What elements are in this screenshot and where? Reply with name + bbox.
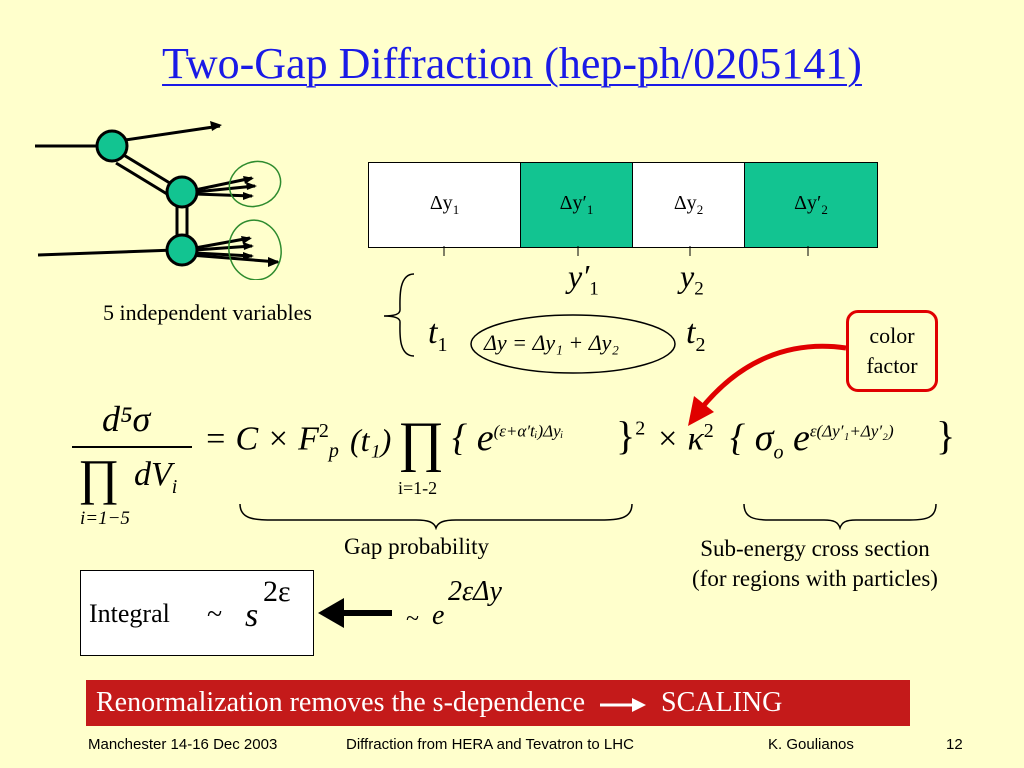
var-t1: t1 bbox=[428, 314, 448, 356]
sub-energy-close-brace: } bbox=[936, 413, 956, 458]
gap-close-brace: }2 bbox=[616, 413, 646, 458]
integral-arrow bbox=[318, 598, 392, 628]
integral-label: Integral bbox=[89, 599, 170, 628]
formula-argument: (t₁) bbox=[350, 422, 392, 458]
formula-numerator: d⁵σ bbox=[102, 399, 151, 439]
formula-product-range: i=1-2 bbox=[398, 478, 438, 498]
gap-exponential: { e(ε+α′tᵢ)Δyᵢ bbox=[452, 417, 564, 459]
gap-cell-label: Δy1 bbox=[429, 192, 460, 217]
footer-talk-title: Diffraction from HERA and Tevatron to LH… bbox=[346, 736, 634, 753]
rhs-e: e bbox=[432, 600, 445, 631]
denominator-var: dVi bbox=[134, 456, 178, 498]
var-y1-prime: y′1 bbox=[568, 258, 599, 300]
slide-title: Two-Gap Diffraction (hep-ph/0205141) bbox=[162, 39, 862, 88]
color-factor-line: color bbox=[869, 323, 915, 348]
sub-energy-caption: Sub-energy cross section (for regions wi… bbox=[650, 534, 980, 594]
footer-event: Manchester 14-16 Dec 2003 bbox=[88, 736, 278, 753]
variables-label: 5 independent variables bbox=[103, 300, 312, 325]
gap-cell-dy1-prime: Δy′1 bbox=[521, 163, 633, 247]
color-factor-line: factor bbox=[866, 353, 918, 378]
relation-ellipse bbox=[470, 314, 676, 374]
footer-author: K. Goulianos bbox=[768, 736, 854, 753]
gap-bar-ticks bbox=[443, 246, 809, 256]
delta-y-relation: Δy = Δy₁ + Δy₂ bbox=[484, 330, 620, 355]
sub-energy-caption-line: (for regions with particles) bbox=[692, 566, 938, 591]
gap-probability-caption: Gap probability bbox=[344, 534, 489, 559]
var-t2: t2 bbox=[686, 314, 706, 356]
kappa-term: × κ2 bbox=[656, 420, 714, 458]
left-brace bbox=[383, 273, 415, 357]
color-factor-box: color factor bbox=[846, 310, 938, 392]
formula-c-times-fp: = C × F2p bbox=[204, 420, 339, 463]
gap-probability-brace bbox=[239, 503, 633, 530]
banner-arrow-icon bbox=[600, 697, 647, 712]
denominator-range: i=1−5 bbox=[80, 508, 130, 529]
footer-page-number: 12 bbox=[946, 736, 963, 753]
gap-cell-dy1: Δy1 bbox=[369, 163, 521, 247]
gap-cell-dy2: Δy2 bbox=[633, 163, 745, 247]
gap-cell-label: Δy2 bbox=[673, 192, 704, 217]
scaling-banner: Renormalization removes the s-dependence… bbox=[86, 680, 910, 726]
integral-s: s bbox=[245, 597, 259, 634]
denominator-product: ∏ bbox=[78, 449, 120, 505]
sub-energy-caption-line: Sub-energy cross section bbox=[700, 536, 930, 561]
integral-box: Integral ~ s 2ε bbox=[80, 570, 314, 656]
fraction-bar bbox=[72, 446, 192, 448]
var-y2: y2 bbox=[680, 258, 704, 300]
gap-cell-label: Δy′2 bbox=[794, 192, 828, 217]
gap-cell-label: Δy′1 bbox=[559, 192, 594, 217]
rapidity-gap-bar: Δy1 Δy′1 Δy2 Δy′2 bbox=[368, 162, 878, 248]
formula-product: ∏ bbox=[398, 411, 445, 473]
integral-tilde: ~ bbox=[207, 599, 223, 630]
sub-energy-term: { σo eε(Δy′₁+Δy′₂) bbox=[730, 417, 894, 464]
sub-energy-brace bbox=[743, 503, 937, 530]
banner-result: SCALING bbox=[661, 687, 783, 718]
color-factor-arrow bbox=[688, 343, 847, 426]
rhs-tilde: ~ bbox=[406, 606, 419, 632]
gap-cell-dy2-prime: Δy′2 bbox=[745, 163, 877, 247]
rhs-exponent: 2εΔy bbox=[448, 576, 502, 607]
two-gap-diagram bbox=[35, 121, 282, 280]
integral-exponent: 2ε bbox=[263, 575, 291, 608]
banner-text: Renormalization removes the s-dependence bbox=[96, 687, 586, 718]
